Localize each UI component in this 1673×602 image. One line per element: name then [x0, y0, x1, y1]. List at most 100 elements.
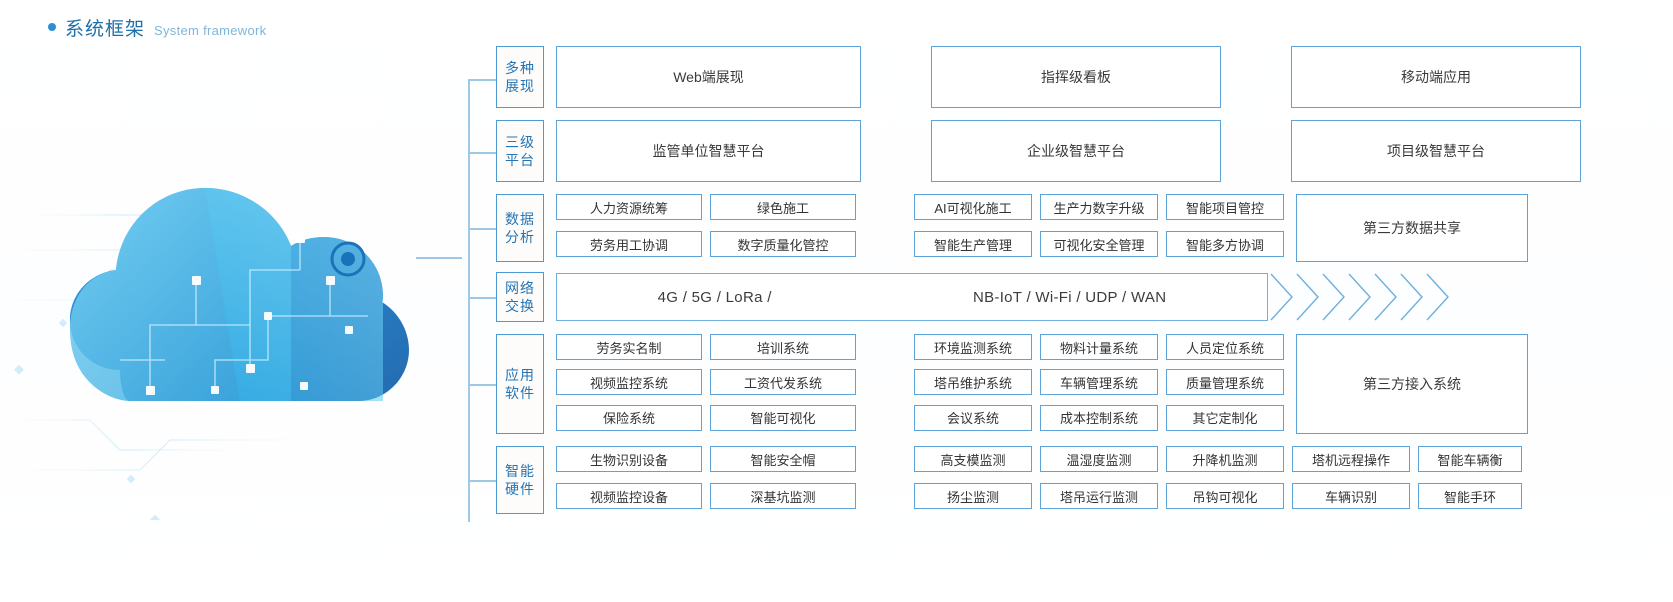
connector-branch: [468, 480, 498, 482]
row-smart-hardware: 智能 硬件 生物识别设备 视频监控设备 智能安全帽 深基坑监测 高支模监测 扬尘…: [496, 446, 1570, 514]
box-third-party-data-sharing[interactable]: 第三方数据共享: [1296, 194, 1528, 262]
box-regulator-platform[interactable]: 监管单位智慧平台: [556, 120, 861, 182]
row-network-exchange: 网络 交换 4G / 5G / LoRa / NB-IoT / Wi-Fi / …: [496, 272, 1673, 322]
chip-hook-visualization[interactable]: 吊钩可视化: [1166, 483, 1284, 509]
data-left-chip-grid: 人力资源统筹 劳务用工协调 绿色施工 数字质量化管控: [556, 194, 856, 262]
chip-tower-crane-operation-monitoring[interactable]: 塔吊运行监测: [1040, 483, 1158, 509]
chip-cost-control-system[interactable]: 成本控制系统: [1040, 404, 1158, 431]
row-label-display: 多种 展现: [496, 46, 544, 108]
chip-vehicle-recognition[interactable]: 车辆识别: [1292, 483, 1410, 509]
network-protocols-left: 4G / 5G / LoRa /: [657, 288, 772, 306]
row-label-line2: 分析: [505, 229, 535, 245]
chip-biometric-device[interactable]: 生物识别设备: [556, 446, 702, 472]
data-mid-chip-grid: AI可视化施工 智能生产管理 生产力数字升级 可视化安全管理 智能项目管控 智能…: [914, 194, 1284, 262]
row-label-line2: 交换: [505, 298, 535, 314]
chip-smart-multiparty-coordination[interactable]: 智能多方协调: [1166, 231, 1284, 257]
chip-digital-quality-control[interactable]: 数字质量化管控: [710, 231, 856, 257]
network-protocols-right: NB-IoT / Wi-Fi / UDP / WAN: [972, 288, 1167, 306]
chip-green-construction[interactable]: 绿色施工: [710, 194, 856, 220]
row-platform: 三级 平台 监管单位智慧平台 企业级智慧平台 项目级智慧平台: [496, 120, 1581, 182]
box-project-platform[interactable]: 项目级智慧平台: [1291, 120, 1581, 182]
chip-tower-crane-remote-operation[interactable]: 塔机远程操作: [1292, 446, 1410, 472]
row-label-line1: 多种: [505, 60, 535, 76]
chip-other-customization[interactable]: 其它定制化: [1166, 404, 1284, 431]
chip-smart-helmet[interactable]: 智能安全帽: [710, 446, 856, 472]
box-command-dashboard[interactable]: 指挥级看板: [931, 46, 1221, 108]
chip-ai-visual-construction[interactable]: AI可视化施工: [914, 194, 1032, 220]
chip-temp-humidity-monitoring[interactable]: 温湿度监测: [1040, 446, 1158, 472]
cloud-graphic-icon: [0, 184, 460, 520]
chip-productivity-digital-upgrade[interactable]: 生产力数字升级: [1040, 194, 1158, 220]
box-enterprise-platform[interactable]: 企业级智慧平台: [931, 120, 1221, 182]
row-label-line2: 硬件: [505, 481, 535, 497]
chip-video-surveillance-system[interactable]: 视频监控系统: [556, 369, 702, 396]
row-label-smart-hardware: 智能 硬件: [496, 446, 544, 514]
hw-right-chip-grid: 塔机远程操作 车辆识别 智能车辆衡 智能手环: [1292, 446, 1522, 514]
network-chevron-group: [1270, 273, 1452, 321]
page-title: 系统框架: [65, 19, 146, 40]
chip-smart-wristband[interactable]: 智能手环: [1418, 483, 1522, 509]
chevron-right-icon: [1400, 273, 1423, 321]
chip-smart-project-control[interactable]: 智能项目管控: [1166, 194, 1284, 220]
chip-insurance-system[interactable]: 保险系统: [556, 404, 702, 431]
page-subtitle: System framework: [154, 23, 267, 38]
row-display: 多种 展现 Web端展现 指挥级看板 移动端应用: [496, 46, 1581, 108]
box-mobile-app[interactable]: 移动端应用: [1291, 46, 1581, 108]
cloud-to-diagram-connector: [416, 257, 462, 259]
chip-labor-realname[interactable]: 劳务实名制: [556, 334, 702, 360]
chip-vehicle-management-system[interactable]: 车辆管理系统: [1040, 369, 1158, 396]
chip-quality-management-system[interactable]: 质量管理系统: [1166, 369, 1284, 396]
chip-dust-monitoring[interactable]: 扬尘监测: [914, 483, 1032, 509]
chip-labor-coordination[interactable]: 劳务用工协调: [556, 231, 702, 257]
box-web-display[interactable]: Web端展现: [556, 46, 861, 108]
chip-visual-safety-mgmt[interactable]: 可视化安全管理: [1040, 231, 1158, 257]
chip-hr-coordination[interactable]: 人力资源统筹: [556, 194, 702, 220]
hw-mid-chip-grid: 高支模监测 扬尘监测 温湿度监测 塔吊运行监测 升降机监测 吊钩可视化: [914, 446, 1284, 514]
chevron-right-icon: [1296, 273, 1319, 321]
row-label-line1: 智能: [505, 463, 535, 479]
chip-smart-weighbridge[interactable]: 智能车辆衡: [1418, 446, 1522, 472]
row-label-line1: 网络: [505, 280, 535, 296]
row-application-software: 应用 软件 劳务实名制 视频监控系统 保险系统 培训系统 工资代发系统 智能可视…: [496, 334, 1570, 434]
framework-rows: 多种 展现 Web端展现 指挥级看板 移动端应用 三级 平台 监管单位智慧平台: [460, 46, 1670, 526]
chip-training-system[interactable]: 培训系统: [710, 334, 856, 360]
row-label-application-software: 应用 软件: [496, 334, 544, 434]
chip-deep-foundation-pit-monitoring[interactable]: 深基坑监测: [710, 483, 856, 509]
cloud-illustration: [0, 120, 470, 520]
chip-high-formwork-monitoring[interactable]: 高支模监测: [914, 446, 1032, 472]
row-label-platform: 三级 平台: [496, 120, 544, 182]
row-label-line2: 展现: [505, 78, 535, 94]
chevron-right-icon: [1374, 273, 1397, 321]
chip-elevator-monitoring[interactable]: 升降机监测: [1166, 446, 1284, 472]
row-label-line2: 软件: [505, 385, 535, 401]
chevron-right-icon: [1348, 273, 1371, 321]
chip-meeting-system[interactable]: 会议系统: [914, 404, 1032, 431]
hw-left-chip-grid: 生物识别设备 视频监控设备 智能安全帽 深基坑监测: [556, 446, 856, 514]
chip-personnel-positioning-system[interactable]: 人员定位系统: [1166, 334, 1284, 360]
chevron-right-icon: [1426, 273, 1449, 321]
connector-branch: [468, 228, 498, 230]
chip-tower-crane-maintenance-system[interactable]: 塔吊维护系统: [914, 369, 1032, 396]
chip-material-measurement-system[interactable]: 物料计量系统: [1040, 334, 1158, 360]
row-label-line1: 三级: [505, 134, 535, 150]
chip-video-surveillance-device[interactable]: 视频监控设备: [556, 483, 702, 509]
connector-branch: [468, 297, 498, 299]
chip-environment-monitoring-system[interactable]: 环境监测系统: [914, 334, 1032, 360]
row-data-analysis: 数据 分析 人力资源统筹 劳务用工协调 绿色施工 数字质量化管控 AI可视化施工…: [496, 194, 1570, 262]
bullet-dot-icon: [48, 23, 56, 31]
chevron-right-icon: [1270, 273, 1293, 321]
connector-branch: [468, 152, 498, 154]
app-left-chip-grid: 劳务实名制 视频监控系统 保险系统 培训系统 工资代发系统 智能可视化: [556, 334, 856, 434]
row-label-line1: 应用: [505, 367, 535, 383]
box-third-party-access-system[interactable]: 第三方接入系统: [1296, 334, 1528, 434]
connector-branch: [468, 384, 498, 386]
app-mid-chip-grid: 环境监测系统 塔吊维护系统 会议系统 物料计量系统 车辆管理系统 成本控制系统 …: [914, 334, 1284, 434]
row-label-data-analysis: 数据 分析: [496, 194, 544, 262]
connector-trunk: [468, 79, 470, 522]
page-title-block: 系统框架 System framework: [48, 14, 266, 41]
chip-payroll-system[interactable]: 工资代发系统: [710, 369, 856, 396]
chip-smart-visualization[interactable]: 智能可视化: [710, 404, 856, 431]
chip-smart-production-mgmt[interactable]: 智能生产管理: [914, 231, 1032, 257]
connector-branch: [468, 79, 498, 81]
